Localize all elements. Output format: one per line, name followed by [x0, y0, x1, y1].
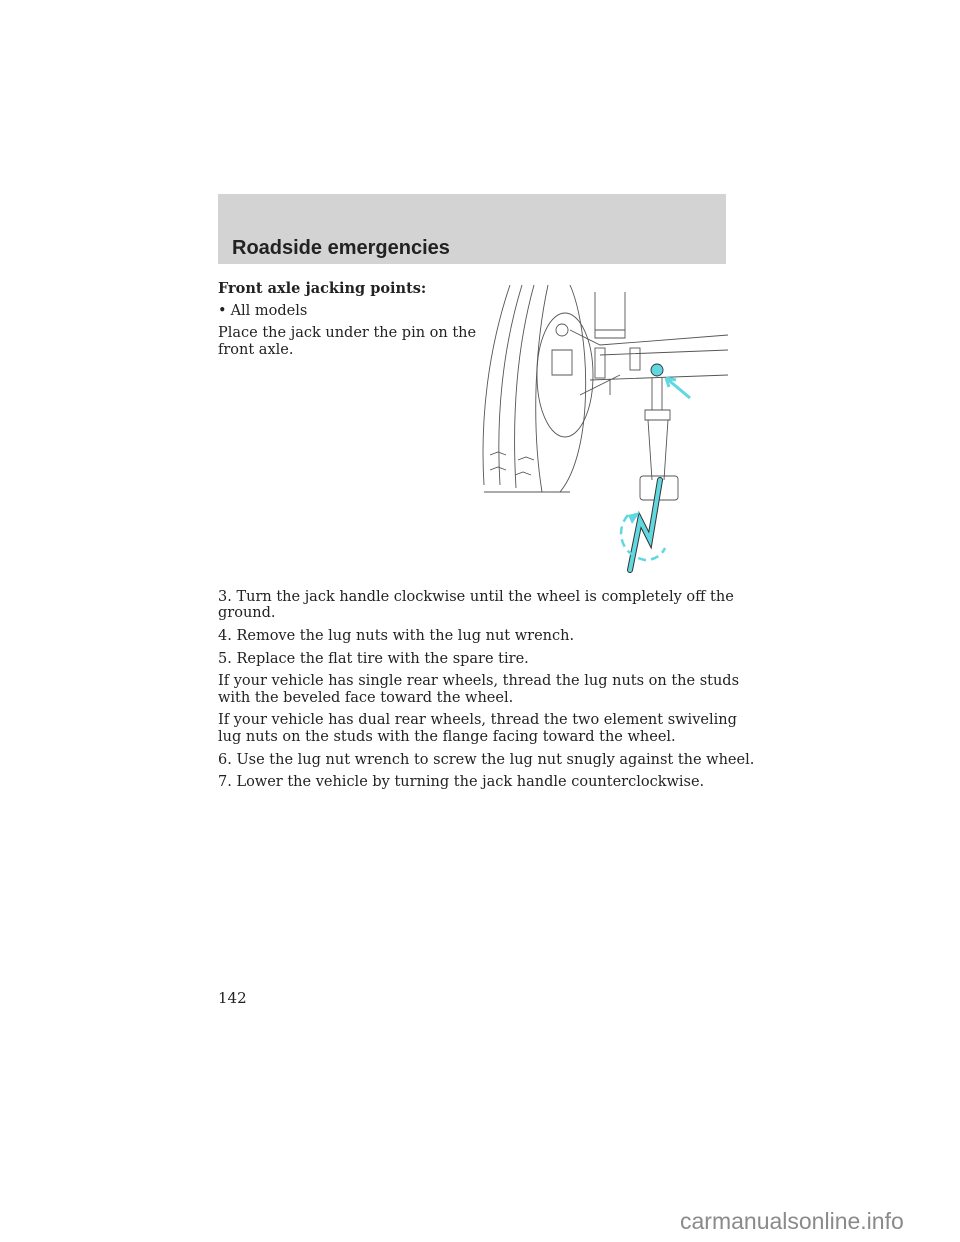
bullet-text: All models [230, 303, 308, 319]
section-header: Roadside emergencies [218, 194, 726, 264]
dual-wheel-note: If your vehicle has dual rear wheels, th… [218, 712, 737, 728]
axle-drawing [551, 292, 729, 396]
bullet-marker: • [218, 303, 227, 319]
step-6: 6. Use the lug nut wrench to screw the l… [218, 752, 755, 768]
tire-drawing [482, 284, 594, 493]
jacking-pin-marker [650, 363, 664, 377]
instruction-line: front axle. [218, 342, 294, 358]
watermark: carmanualsonline.info [680, 1208, 904, 1234]
bullet-item: •All models [218, 303, 307, 320]
step-3-cont: ground. [218, 605, 276, 621]
jack-illustration [482, 284, 729, 573]
step-4: 4. Remove the lug nuts with the lug nut … [218, 628, 575, 644]
step-3: 3. Turn the jack handle clockwise until … [218, 589, 734, 605]
arrow-icon [664, 376, 691, 400]
step-7: 7. Lower the vehicle by turning the jack… [218, 774, 705, 790]
step-5: 5. Replace the flat tire with the spare … [218, 651, 529, 667]
page-number: 142 [218, 989, 247, 1007]
single-wheel-note: If your vehicle has single rear wheels, … [218, 673, 740, 689]
section-title: Roadside emergencies [232, 237, 450, 259]
rotation-arrow-icon [619, 514, 667, 562]
dual-wheel-note-cont: lug nuts on the studs with the flange fa… [218, 729, 676, 745]
instruction-line: Place the jack under the pin on the [218, 325, 477, 341]
single-wheel-note-cont: with the beveled face toward the wheel. [218, 690, 514, 706]
subheading: Front axle jacking points: [218, 280, 427, 297]
